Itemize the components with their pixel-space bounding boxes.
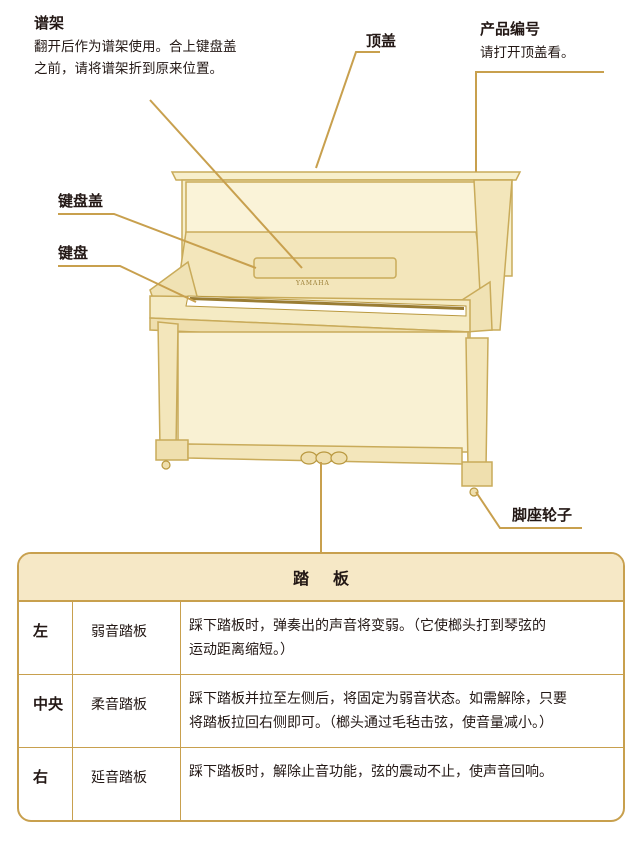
piano-keys	[185, 295, 467, 317]
pedal-table-header: 踏板	[19, 554, 623, 602]
top-lid-label: 顶盖	[366, 32, 397, 50]
pedal-description-line1: 踩下踏板时，弹奏出的声音将变弱。（它使榔头打到琴弦的	[189, 618, 546, 634]
pedal-description-line1: 踩下踏板并拉至左侧后，将固定为弱音状态。如需解除，只要	[189, 691, 567, 707]
pedal-description-line1: 踩下踏板时，解除止音功能，弦的震动不止，使声音回响。	[189, 764, 553, 780]
pedal-description-line2: 将踏板拉回右侧即可。（榔头通过毛毡击弦，使音量减小。）	[189, 715, 553, 731]
pedals-graphic	[300, 451, 348, 465]
music-rest-desc-line2: 之前，请将谱架折到原来位置。	[34, 61, 223, 77]
pedal-name: 弱音踏板	[73, 602, 181, 674]
fallboard-label: 键盘盖	[58, 192, 104, 210]
pedal-name: 柔音踏板	[73, 675, 181, 747]
table-row: 右 延音踏板 踩下踏板时，解除止音功能，弦的震动不止，使声音回响。	[19, 748, 623, 820]
casters-label: 脚座轮子	[512, 506, 573, 524]
piano-diagram	[58, 51, 604, 552]
brand-plate: YAMAHA	[296, 280, 330, 287]
pedal-position: 左	[19, 602, 73, 674]
pedal-name: 延音踏板	[73, 748, 181, 820]
pedal-description: 踩下踏板时，解除止音功能，弦的震动不止，使声音回响。	[181, 748, 623, 820]
pedal-description-line2: 运动距离缩短。）	[189, 642, 294, 658]
serial-number-label: 产品编号	[480, 20, 541, 38]
table-row: 中央 柔音踏板 踩下踏板并拉至左侧后，将固定为弱音状态。如需解除，只要 将踏板拉…	[19, 675, 623, 748]
pedal-description: 踩下踏板并拉至左侧后，将固定为弱音状态。如需解除，只要 将踏板拉回右侧即可。（榔…	[181, 675, 623, 747]
music-rest-label: 谱架	[34, 14, 65, 32]
table-row: 左 弱音踏板 踩下踏板时，弹奏出的声音将变弱。（它使榔头打到琴弦的 运动距离缩短…	[19, 602, 623, 675]
pedal-position: 右	[19, 748, 73, 820]
music-rest-desc-line1: 翻开后作为谱架使用。合上键盘盖	[34, 39, 237, 55]
pedal-table: 踏板 左 弱音踏板 踩下踏板时，弹奏出的声音将变弱。（它使榔头打到琴弦的 运动距…	[17, 552, 625, 822]
serial-number-desc: 请打开顶盖看。	[480, 45, 575, 61]
pedal-position: 中央	[19, 675, 73, 747]
pedal-description: 踩下踏板时，弹奏出的声音将变弱。（它使榔头打到琴弦的 运动距离缩短。）	[181, 602, 623, 674]
keyboard-label: 键盘	[58, 244, 89, 262]
casters-graphic	[161, 460, 479, 497]
leader-lines	[58, 51, 604, 552]
piano-body	[149, 171, 522, 487]
